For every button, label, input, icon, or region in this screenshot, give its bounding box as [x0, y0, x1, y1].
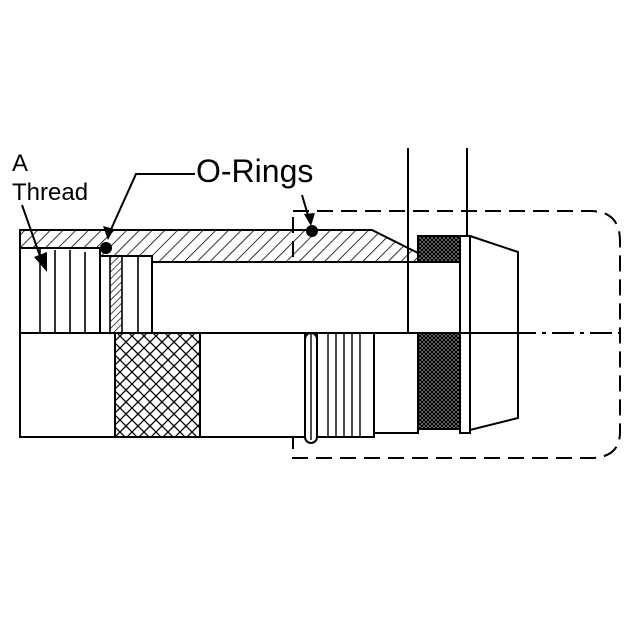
orings-arrow-left	[103, 226, 114, 240]
thread-arrow	[34, 252, 47, 272]
mating-connector-outline	[292, 210, 621, 459]
flange-lower	[459, 332, 471, 434]
o-ring-upper-left	[100, 242, 112, 254]
body-lower-right	[373, 332, 419, 434]
ribbed-section	[316, 332, 375, 438]
rib-lines	[327, 333, 361, 437]
coupling-thread-region	[19, 247, 101, 334]
o-ring-upper-right	[306, 225, 318, 237]
dense-band-lower	[417, 332, 463, 430]
nose-upper	[469, 234, 519, 334]
nose-lower	[469, 332, 519, 432]
thread-label-line2: Thread	[12, 179, 88, 206]
sleeve-groove	[109, 255, 123, 334]
knurled-grip	[114, 332, 201, 438]
flange-upper	[459, 235, 471, 334]
thread-label-line1: A	[12, 150, 28, 177]
coupling-nut-lower	[19, 332, 116, 438]
orings-label: O-Rings	[196, 153, 313, 189]
inner-sleeve	[99, 255, 153, 334]
orings-leader-left	[107, 173, 195, 237]
body-outline	[151, 261, 409, 334]
orings-arrow-right	[304, 213, 315, 226]
body-lower	[199, 332, 306, 438]
thread-leader	[21, 204, 41, 257]
